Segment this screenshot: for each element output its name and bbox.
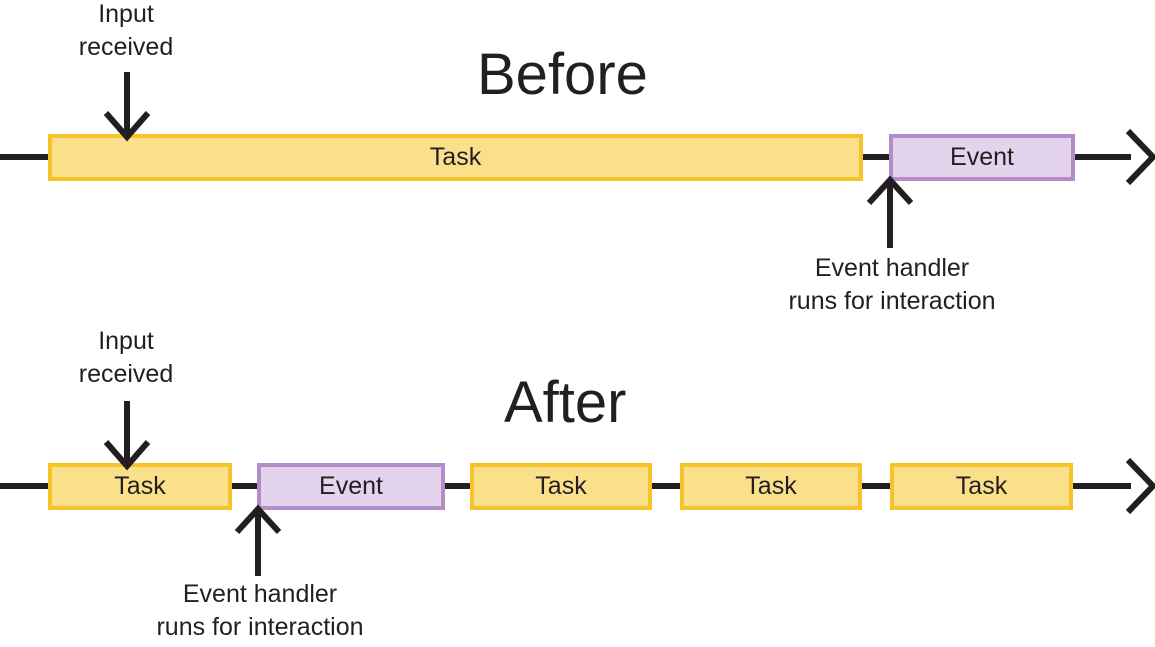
after-task-block-3[interactable]: Task	[680, 463, 862, 510]
after-timeline-arrowhead-icon	[1125, 457, 1155, 515]
after-event-handler-caption: Event handler runs for interaction	[156, 580, 364, 641]
after-task-label-1: Task	[114, 472, 166, 500]
before-task-block[interactable]: Task	[48, 134, 863, 181]
after-rail-4	[860, 483, 892, 489]
after-rail-start	[0, 483, 50, 489]
after-input-received-caption: Input received	[78, 327, 174, 388]
after-rail-end	[1071, 483, 1131, 489]
before-input-received-caption: Input received	[78, 0, 174, 61]
after-task-label-2: Task	[535, 472, 587, 500]
after-rail-2	[443, 483, 472, 489]
before-task-label: Task	[429, 143, 482, 171]
after-rail-3	[650, 483, 682, 489]
before-input-arrow-icon	[103, 72, 151, 142]
before-rail-end	[1073, 154, 1131, 160]
after-task-block-2[interactable]: Task	[470, 463, 652, 510]
after-task-block-4[interactable]: Task	[890, 463, 1073, 510]
before-rail-start	[0, 154, 50, 160]
before-rail-mid	[861, 154, 891, 160]
after-task-label-4: Task	[955, 472, 1008, 500]
after-event-block[interactable]: Event	[257, 463, 445, 510]
after-event-handler-arrow-icon	[234, 504, 282, 576]
after-task-block-1[interactable]: Task	[48, 463, 232, 510]
before-event-handler-arrow-icon	[866, 175, 914, 248]
after-section-title: After	[504, 370, 627, 435]
after-event-label: Event	[319, 472, 383, 500]
after-input-arrow-icon	[103, 401, 151, 471]
before-section-title: Before	[477, 42, 648, 107]
before-event-block[interactable]: Event	[889, 134, 1075, 181]
before-event-handler-caption: Event handler runs for interaction	[788, 254, 996, 315]
after-task-label-3: Task	[745, 472, 797, 500]
after-rail-1	[230, 483, 259, 489]
before-timeline-arrowhead-icon	[1125, 128, 1155, 186]
before-event-label: Event	[950, 143, 1014, 171]
